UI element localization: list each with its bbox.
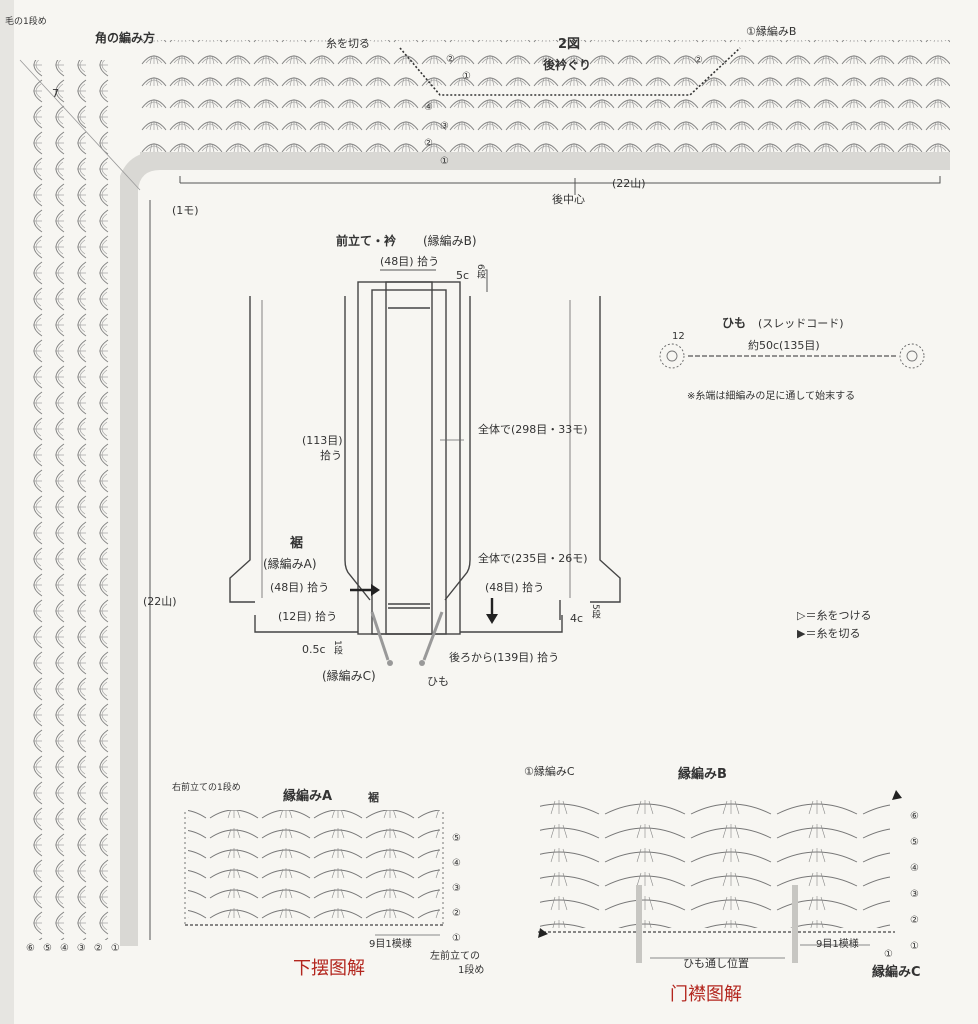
chart-b-title: 縁編みB [678, 767, 727, 782]
corner-row-markers: ⑥ ⑤ ④ ③ ② ① [26, 944, 120, 954]
dim-0-5c: 0.5c [302, 643, 326, 656]
dim-1-row: 1段 [332, 640, 342, 655]
chart-b-edging-c-bottom: 縁編みC [872, 965, 921, 980]
corner-row-5: ⑤ [42, 943, 52, 954]
chart-a-first-row-left-1: 左前立ての [430, 951, 480, 962]
front-band-edging: (縁編みB) [423, 234, 477, 248]
dim-5c: 5c [456, 269, 470, 282]
cord-start-count: 12 [672, 331, 685, 342]
corner-first-row-note: 毛の1段め [5, 17, 47, 27]
fig2-circled-4: ④ [424, 102, 433, 113]
legend-attach: ▷＝糸をつける [797, 609, 872, 622]
chart-b-cord-position: ひも通し位置 [683, 957, 749, 970]
chart-b-row-5: ⑤ [910, 837, 919, 848]
fig2-arrow-row-2: ② [446, 54, 455, 65]
corner-row-3: ③ [76, 943, 86, 954]
chart-a-row-5: ⑤ [452, 833, 461, 844]
chart-b-row-markers: ⑥ ⑤ ④ ③ ② ① [910, 804, 950, 960]
chart-b-row-6: ⑥ [910, 811, 919, 822]
cord-note: ※糸端は細編みの足に通して始末する [687, 391, 856, 402]
fig2-center-back: 後中心 [552, 193, 585, 206]
chart-a-row-3: ③ [452, 883, 461, 894]
chart-a-first-row-right: 右前立ての1段め [172, 783, 241, 793]
pick-up-48-top: (48目) 拾う [380, 255, 440, 268]
fig2-circled-3: ③ [440, 121, 449, 132]
corner-row-4: ④ [59, 943, 69, 954]
chart-b-row-3: ③ [910, 889, 919, 900]
hem-title: 裾 [290, 536, 304, 551]
chart-a-row-2: ② [452, 908, 461, 919]
cord-label: ひも [427, 675, 449, 688]
cord-subtitle: (スレッドコード) [758, 317, 844, 330]
chart-b-row-4: ④ [910, 863, 919, 874]
pick-113-b: 拾う [320, 449, 342, 462]
cord-length: 約50c(135目) [748, 339, 820, 352]
corner-stitch-num: 7 [52, 87, 59, 100]
fig2-circled-2: ② [424, 138, 433, 149]
chart-b-edging-c-top: ①縁編みC [524, 765, 575, 778]
total-298: 全体で(298目・33モ) [478, 423, 588, 436]
dim-4c: 4c [570, 612, 584, 625]
total-235: 全体で(235目・26モ) [478, 552, 588, 565]
dim-6-rows: 6段 [475, 264, 485, 279]
chart-b-row-2: ② [910, 915, 919, 926]
front-band-title: 前立て・衿 [336, 234, 397, 248]
chart-a-title2: 裾 [368, 791, 379, 804]
chart-a-row-markers: ⑤ ④ ③ ② ① [452, 826, 492, 951]
fig2-title: 2図 [558, 37, 581, 52]
corner-count-vertical: (22山) [143, 595, 177, 608]
corner-count-horizontal: (22山) [612, 177, 646, 190]
chart-a-repeat: 9目1模様 [369, 939, 412, 950]
pick-113: (113目) [302, 434, 343, 447]
fig2-right-arrow-2: ② [694, 55, 703, 66]
corner-row-1: ① [110, 943, 120, 954]
corner-title: 角の編み方 [95, 31, 156, 45]
pick-12: (12目) 拾う [278, 610, 338, 623]
chart-a-row-4: ④ [452, 858, 461, 869]
chart-b-caption: 门襟图解 [670, 984, 742, 1005]
chart-a-first-row-left-2: 1段め [458, 965, 485, 976]
chart-b-row-1: ① [910, 941, 919, 952]
chart-a-row-1: ① [452, 933, 461, 944]
chart-b-bottom-row: ① [884, 949, 893, 960]
chart-a-caption: 下摆图解 [293, 958, 365, 979]
corner-mo-label: (1モ) [172, 204, 199, 217]
hem-edging: (縁編みA) [263, 557, 317, 571]
edging-c-label: (縁編みC) [322, 669, 376, 683]
corner-row-2: ② [93, 943, 103, 954]
chart-b-repeat: 9目1模様 [816, 939, 859, 950]
fig2-edging-b: ①縁編みB [746, 25, 797, 38]
fig2-subtitle: 後衿ぐり [543, 58, 592, 72]
fig2-arrow-row-1: ① [462, 71, 471, 82]
legend-cut: ▶＝糸を切る [797, 627, 861, 640]
fig2-cut-yarn: 糸を切る [326, 37, 370, 50]
pick-48-left: (48目) 拾う [270, 581, 330, 594]
corner-row-6: ⑥ [26, 943, 35, 954]
pick-back-139: 後ろから(139目) 拾う [449, 651, 560, 664]
cord-title: ひも [722, 316, 747, 330]
dim-5-rows: 5段 [590, 604, 600, 619]
pick-48-right: (48目) 拾う [485, 581, 545, 594]
chart-a-title: 縁編みA [283, 789, 333, 804]
fig2-circled-1: ① [440, 156, 449, 167]
